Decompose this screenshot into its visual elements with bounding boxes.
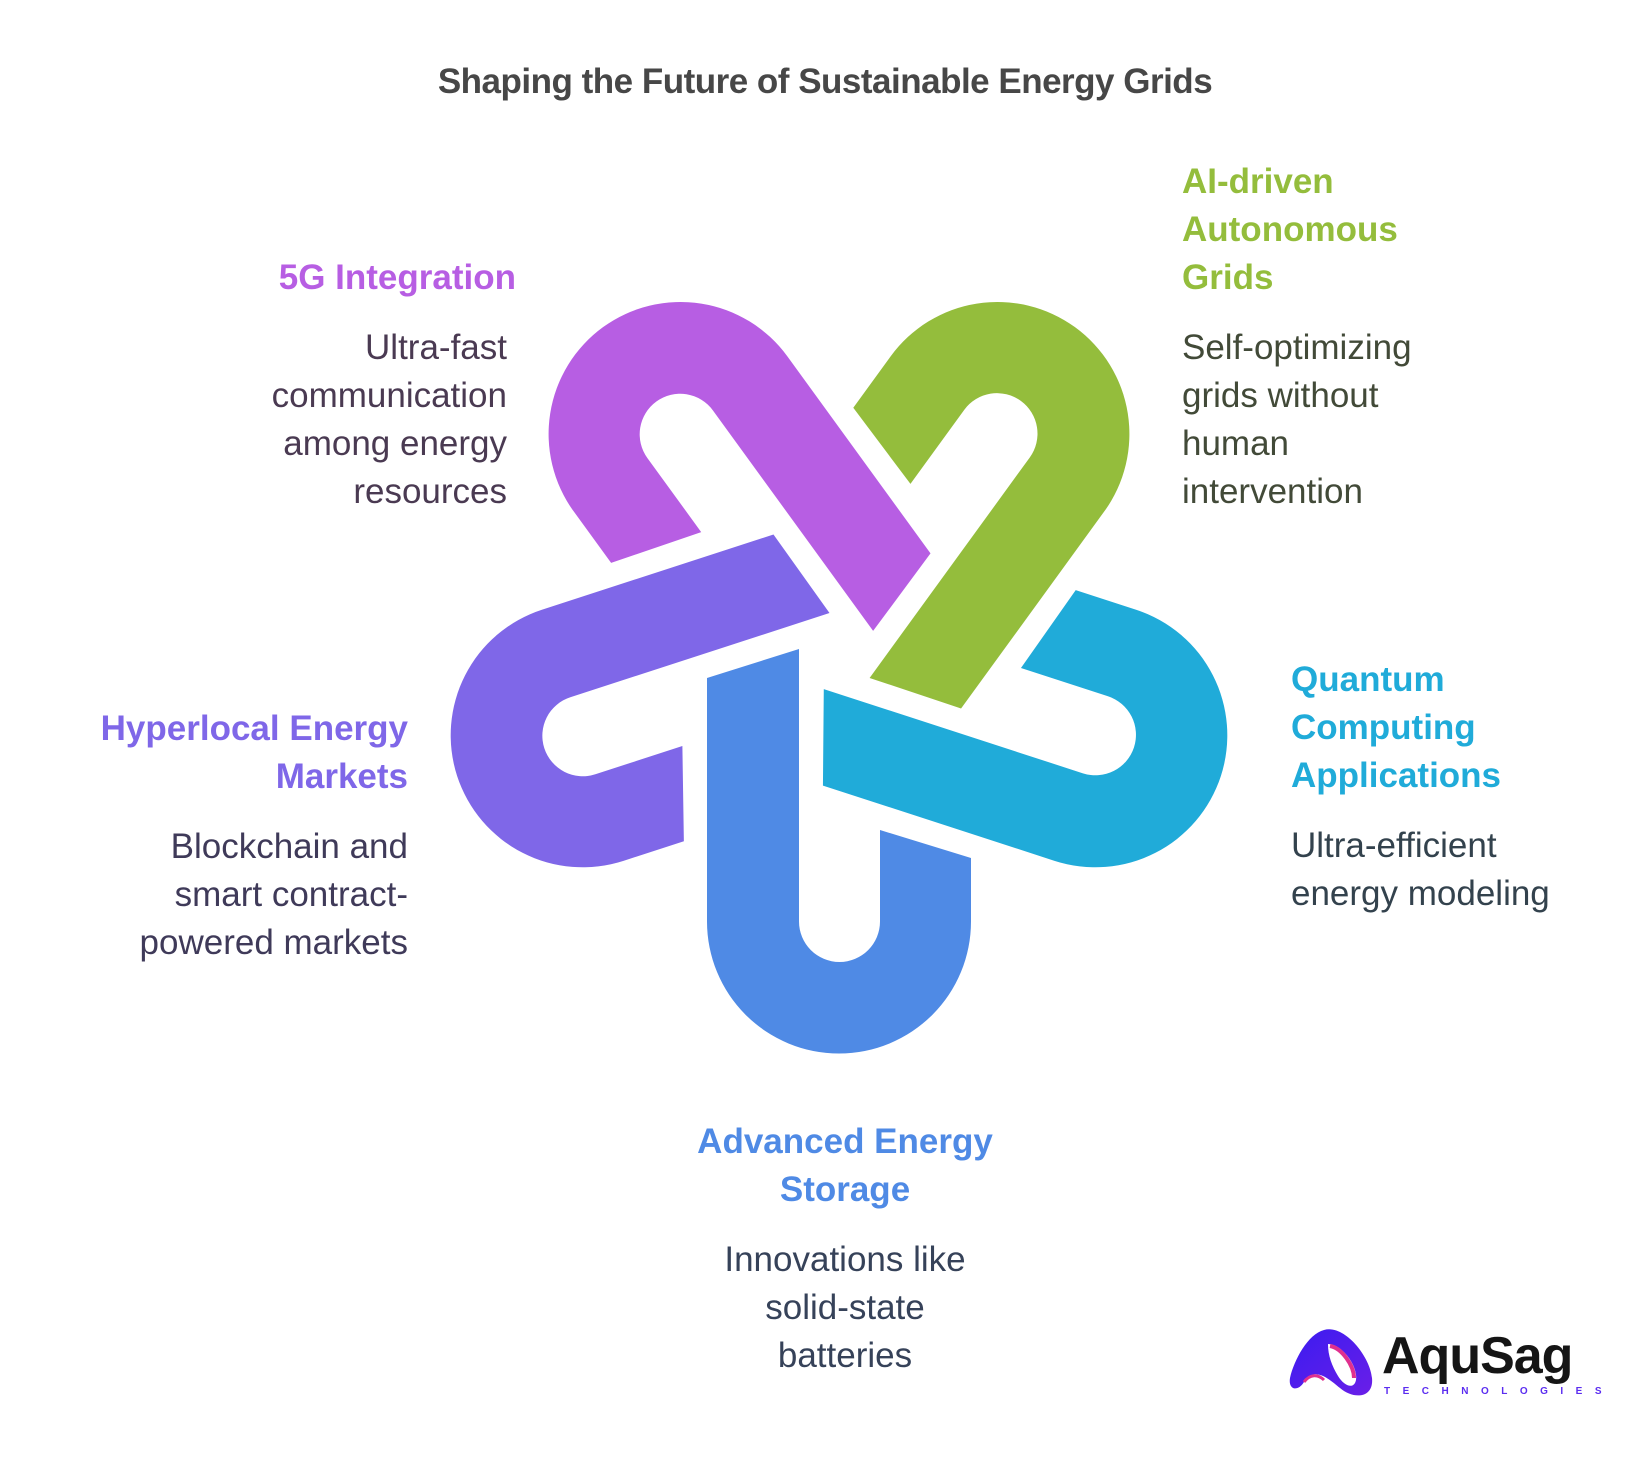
- item-description: Ultra-efficient energy modeling: [1291, 826, 1550, 913]
- item-heading: 5G Integration: [278, 258, 516, 297]
- item-quantum: Quantum Computing Applications Ultra-eff…: [1291, 656, 1631, 918]
- interlocked-hooks: [416, 249, 1262, 1054]
- logo-wordmark: AquSag: [1382, 1327, 1573, 1385]
- item-hyperlocal: Hyperlocal Energy Markets Blockchain and…: [28, 705, 408, 967]
- item-storage: Advanced Energy Storage Innovations like…: [645, 1118, 1045, 1380]
- item-description: Ultra-fast communication among energy re…: [271, 328, 507, 511]
- item-description: Self-optimizing grids without human inte…: [1182, 328, 1412, 511]
- hook-shape-hyperlocal: [416, 525, 883, 902]
- item-heading: AI-driven Autonomous Grids: [1182, 162, 1398, 297]
- item-description: Innovations like solid-state batteries: [724, 1240, 966, 1375]
- item-heading: Quantum Computing Applications: [1291, 660, 1502, 795]
- aqusag-loop-icon: [1289, 1329, 1373, 1396]
- diagram-title: Shaping the Future of Sustainable Energy…: [437, 62, 1213, 101]
- item-heading: Advanced Energy Storage: [697, 1122, 993, 1209]
- item-ai: AI-driven Autonomous Grids Self-optimizi…: [1182, 158, 1542, 516]
- aqusag-logo: AquSag TECHNOLOGIES: [1284, 1326, 1604, 1406]
- logo-tagline: TECHNOLOGIES: [1384, 1386, 1615, 1397]
- item-5g: 5G Integration Ultra-fast communication …: [156, 254, 516, 516]
- item-description: Blockchain and smart contract- powered m…: [139, 827, 408, 962]
- item-heading: Hyperlocal Energy Markets: [100, 709, 408, 796]
